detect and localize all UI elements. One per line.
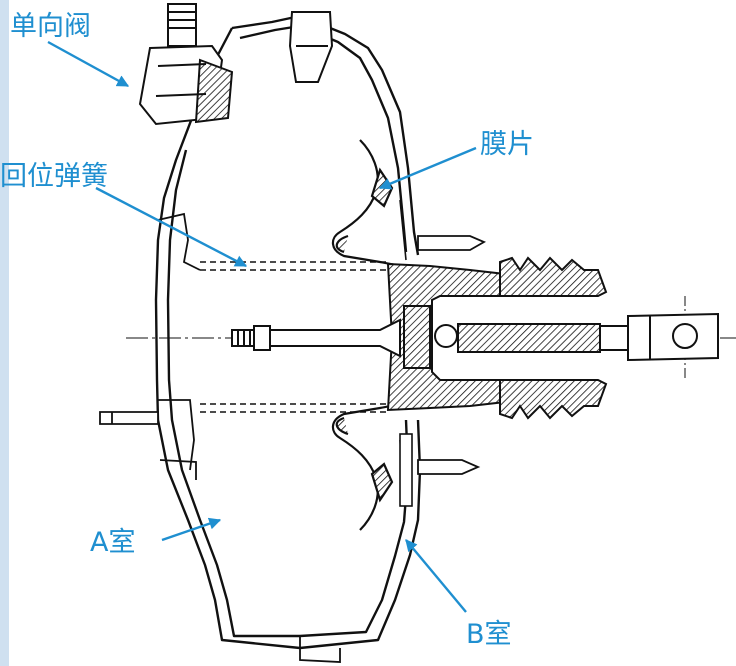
chamber-a-label: A室 (90, 527, 136, 558)
callout-leaders (47, 40, 477, 613)
housing-flange (157, 212, 341, 663)
valve-body (386, 262, 521, 412)
chamber-b-label: B室 (466, 619, 512, 650)
left-edge-stripe (0, 0, 9, 666)
check-valve-label: 单向阀 (10, 11, 91, 42)
check-valve-leader (47, 40, 130, 88)
diaphragm-leader (378, 146, 477, 190)
upper-seal-block (288, 11, 334, 83)
chamber-b-leader (405, 539, 467, 613)
mounting-studs (99, 235, 487, 475)
return-spring (200, 261, 390, 413)
diaphragm-label: 膜片 (480, 129, 534, 160)
check-valve (138, 3, 234, 126)
input-pushrod (231, 318, 629, 358)
rubber-boot (499, 256, 608, 420)
clevis-fork (627, 312, 719, 362)
chamber-a-leader (161, 517, 222, 542)
return-spring-leader (95, 186, 248, 268)
inner-wall (399, 199, 413, 507)
return-spring-label: 回位弹簧 (0, 161, 108, 192)
